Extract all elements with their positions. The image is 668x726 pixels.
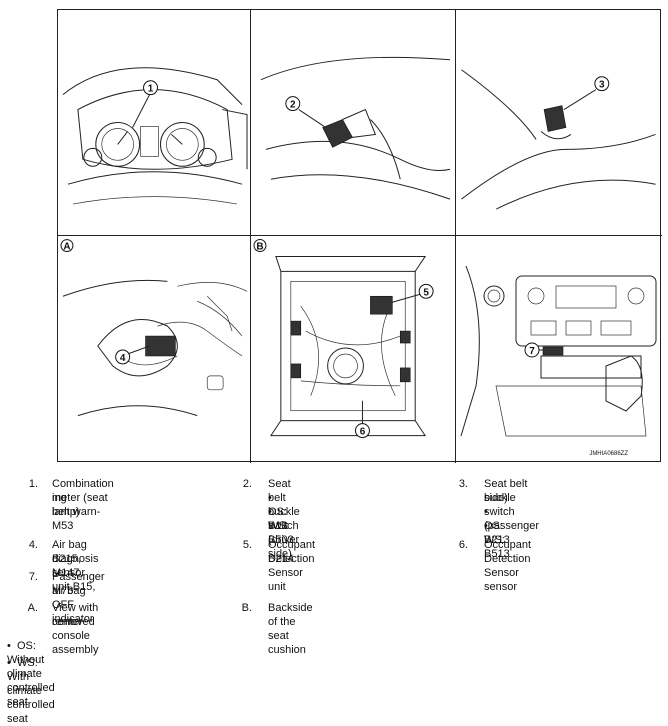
panel-driver-buckle: 2 <box>251 10 456 236</box>
legend-num-b: B. <box>241 602 252 614</box>
legend-text-4b: B215, M147 <box>52 553 81 579</box>
legend-sub-3-1: •OS: B213 <box>484 506 510 546</box>
legend-num-7: 7. <box>28 571 38 583</box>
legend-num-4: 4. <box>28 539 38 551</box>
callout-1: 1 <box>148 84 154 95</box>
legend-num-2: 2. <box>242 478 252 490</box>
panel-passenger-buckle: 3 <box>456 10 662 236</box>
legend-text-6: Occupant Detection Sensor sensor <box>484 539 532 593</box>
legend-text-4: Air bag diagnosis sensor unit B15, <box>52 539 99 593</box>
legend-sub-2-1: •OS: B13 <box>268 492 288 532</box>
panel-a-airbag-unit: A 4 <box>58 236 251 463</box>
legend-num-6: 6. <box>458 539 468 551</box>
legend-sub-2-2: •WS: B503 <box>268 506 294 546</box>
figure-reference-code: JMHIA0686ZZ <box>589 451 628 457</box>
legend-sub-3-2: •WS: B513 <box>484 520 510 560</box>
legend-text-5: Occupant Detection Sensor unit <box>268 539 316 593</box>
panel-airbag-off-indicator: 7 <box>456 236 662 463</box>
legend-text-1: Combination meter (seat belt warn- <box>52 478 114 518</box>
legend-num-3: 3. <box>458 478 468 490</box>
callout-4: 4 <box>120 353 126 364</box>
panel-b-seat-cushion: B 5 6 <box>251 236 456 463</box>
legend-text-1b: ing lamp) M53 <box>52 492 80 532</box>
legend-text-7b: M73 <box>52 585 74 597</box>
legend-num-1: 1. <box>28 478 38 490</box>
callout-7: 7 <box>529 346 535 357</box>
callout-5: 5 <box>423 287 429 298</box>
legend-text-3: Seat belt buckle switch (passenger <box>484 478 540 532</box>
panel-tag-b: B <box>256 241 263 252</box>
note-ws: •WS: With climate controlled seat <box>7 657 55 725</box>
legend-num-a: A. <box>27 602 38 614</box>
panel-tag-a: A <box>63 242 70 253</box>
legend-num-5: 5. <box>242 539 252 551</box>
callout-6: 6 <box>360 427 366 438</box>
callout-2: 2 <box>290 100 296 111</box>
illustration-figure: 1 2 3 A <box>57 9 662 463</box>
legend-text-5b: B214 <box>268 553 294 565</box>
legend-text-7: Passenger air bag OFF indicator <box>52 571 105 625</box>
legend-text-ab: removed <box>52 616 95 628</box>
legend-text-a: View with center console assembly <box>52 602 99 656</box>
legend-text-b: Backside of the seat cushion <box>268 602 313 656</box>
panel-combination-meter: 1 <box>58 10 251 236</box>
callout-3: 3 <box>599 80 605 91</box>
legend-text-2: Seat belt buckle switch (driver side) <box>268 478 300 560</box>
legend-text-3b: side) <box>484 492 508 504</box>
